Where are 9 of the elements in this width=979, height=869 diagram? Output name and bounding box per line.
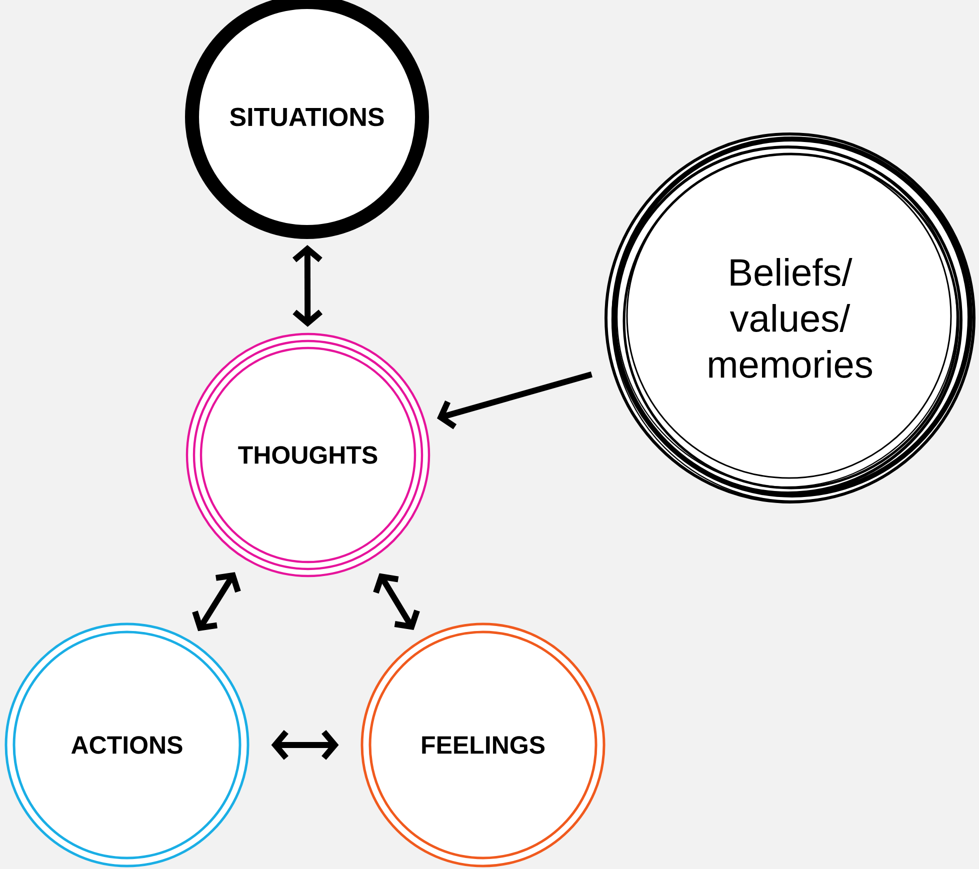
arrow: [192, 572, 241, 632]
circle-node: Beliefs/ values/ memories: [604, 132, 976, 504]
circle-node: ACTIONS: [4, 622, 250, 868]
circle-node: FEELINGS: [360, 622, 606, 868]
arrow: [292, 244, 323, 327]
arrow: [373, 573, 420, 630]
arrow: [271, 730, 339, 760]
circle-node: THOUGHTS: [186, 332, 430, 578]
arrow: [437, 371, 592, 430]
